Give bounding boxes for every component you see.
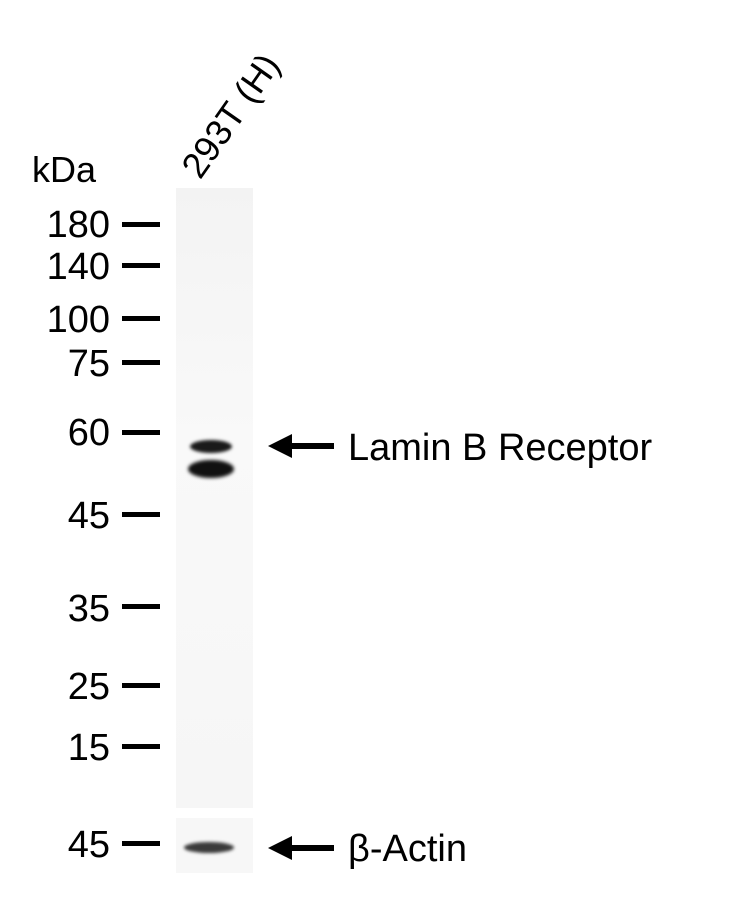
unit-label: kDa xyxy=(32,149,97,190)
marker-label-45: 45 xyxy=(67,495,110,537)
marker-tick-100 xyxy=(122,316,160,321)
target-band-lower xyxy=(188,460,234,478)
loading-control-marker-label: 45 xyxy=(67,824,110,866)
marker-tick-25 xyxy=(122,683,160,688)
actin-band xyxy=(184,842,234,853)
marker-tick-140 xyxy=(122,263,160,268)
main-blot xyxy=(176,188,253,808)
marker-label-15: 15 xyxy=(67,727,110,769)
marker-label-35: 35 xyxy=(67,588,110,630)
target-band-upper xyxy=(190,440,232,453)
marker-label-60: 60 xyxy=(67,412,110,454)
loading-control-blot xyxy=(176,818,253,873)
marker-label-75: 75 xyxy=(67,343,110,385)
marker-tick-15 xyxy=(122,744,160,749)
marker-label-100: 100 xyxy=(46,299,110,341)
marker-tick-75 xyxy=(122,360,160,365)
loading-control-label: β-Actin xyxy=(348,828,467,870)
loading-control-arrow-icon xyxy=(268,836,334,860)
loading-control-marker-tick xyxy=(122,841,160,846)
marker-tick-35 xyxy=(122,604,160,609)
target-label: Lamin B Receptor xyxy=(348,427,653,469)
lane-label: 293T (H) xyxy=(173,45,288,186)
target-arrow-icon xyxy=(268,434,334,458)
marker-tick-45 xyxy=(122,512,160,517)
marker-label-140: 140 xyxy=(46,246,110,288)
marker-label-25: 25 xyxy=(67,666,110,708)
marker-tick-60 xyxy=(122,430,160,435)
marker-tick-180 xyxy=(122,222,160,227)
marker-label-180: 180 xyxy=(46,204,110,246)
